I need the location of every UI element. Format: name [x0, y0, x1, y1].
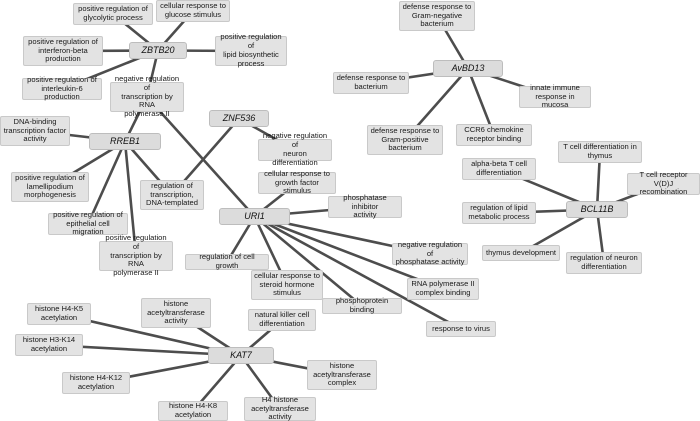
gene-node-znf536[interactable]: ZNF536	[209, 110, 269, 127]
term-histone-acetyltransferase-complex[interactable]: histone acetyltransferase complex	[307, 360, 377, 390]
term-pos-reg-interferon-beta[interactable]: positive regulation of interferon-beta p…	[23, 36, 103, 66]
edge-rreb1-pos-reg-transcription-rna-pol2	[123, 140, 138, 258]
term-pos-reg-lamellipodium[interactable]: positive regulation of lamellipodium mor…	[11, 172, 89, 202]
term-reg-transcription-dna-templated[interactable]: regulation of transcription, DNA-templat…	[140, 180, 204, 210]
edge-uri1-rna-pol2-complex-binding	[253, 215, 445, 291]
term-phosphatase-inhibitor[interactable]: phosphatase inhibitor activity	[328, 193, 402, 219]
term-phosphoprotein-binding[interactable]: phosphoprotein binding	[322, 296, 402, 314]
term-histone-h4-k5-acetylation[interactable]: histone H4-K5 acetylation	[27, 303, 91, 325]
term-thymus-development[interactable]: thymus development	[482, 245, 560, 261]
term-t-cell-diff-thymus[interactable]: T cell differentiation in thymus	[558, 141, 642, 163]
gene-node-bcl11b[interactable]: BCL11B	[566, 201, 628, 218]
term-pos-reg-epithelial-migration[interactable]: positive regulation of epithelial cell m…	[48, 210, 128, 236]
term-defense-gram-negative[interactable]: defense response to Gram-negative bacter…	[399, 1, 475, 31]
term-response-to-virus[interactable]: response to virus	[426, 321, 496, 337]
edge-uri1-neg-reg-transcription-rna-pol2	[145, 95, 256, 218]
gene-node-zbtb20[interactable]: ZBTB20	[129, 42, 187, 59]
gene-node-kat7[interactable]: KAT7	[208, 347, 274, 364]
term-rna-pol2-complex-binding[interactable]: RNA polymerase II complex binding	[407, 278, 479, 300]
edge-uri1-phosphoprotein-binding	[253, 215, 364, 308]
term-ccr6-binding[interactable]: CCR6 chemokine receptor binding	[456, 124, 532, 146]
edge-rreb1-pos-reg-epithelial-migration	[86, 140, 127, 226]
gene-node-rreb1[interactable]: RREB1	[89, 133, 161, 150]
term-reg-cell-growth[interactable]: regulation of cell growth	[185, 252, 269, 270]
term-neg-reg-transcription-rna-pol2[interactable]: negative regulation of transcription by …	[110, 74, 184, 118]
term-defense-bacterium[interactable]: defense response to bacterium	[333, 72, 409, 94]
term-pos-reg-interleukin-6[interactable]: positive regulation of interleukin-6 pro…	[22, 75, 102, 101]
term-histone-h3-k14-acetylation[interactable]: histone H3-K14 acetylation	[15, 334, 83, 356]
term-reg-neuron-differentiation[interactable]: regulation of neuron differentiation	[566, 252, 642, 274]
term-pos-reg-glycolytic-process[interactable]: positive regulation of glycolytic proces…	[73, 3, 153, 25]
term-natural-killer-cell-diff[interactable]: natural killer cell differentiation	[248, 309, 316, 331]
term-cellular-response-glucose[interactable]: cellular response to glucose stimulus	[156, 0, 230, 22]
edge-avbd13-ccr6-binding	[466, 67, 496, 137]
term-tcr-vdj-recombination[interactable]: T cell receptor V(D)J recombination	[627, 170, 700, 196]
term-neg-reg-phosphatase[interactable]: negative regulation of phosphatase activ…	[392, 240, 468, 266]
gene-node-avbd13[interactable]: AvBD13	[433, 60, 503, 77]
term-pos-reg-lipid-biosynthetic[interactable]: positive regulation of lipid biosyntheti…	[215, 32, 287, 68]
gene-node-uri1[interactable]: URI1	[219, 208, 290, 225]
term-response-growth-factor[interactable]: cellular response to growth factor stimu…	[258, 169, 336, 195]
term-pos-reg-transcription-rna-pol2[interactable]: positive regulation of transcription by …	[99, 233, 173, 277]
term-dna-binding-tf-activity[interactable]: DNA-binding transcription factor activit…	[0, 116, 70, 146]
term-alpha-beta-t-cell-diff[interactable]: alpha-beta T cell differentiation	[462, 158, 536, 180]
term-neg-reg-neuron-differentiation[interactable]: negative regulation of neuron differenti…	[258, 131, 332, 167]
term-response-steroid-hormone[interactable]: cellular response to steroid hormone sti…	[251, 270, 323, 300]
edge-uri1-response-to-virus	[253, 215, 463, 331]
term-histone-acetyltransferase-activity[interactable]: histone acetyltransferase activity	[141, 298, 211, 328]
term-histone-h4-k12-acetylation[interactable]: histone H4-K12 acetylation	[62, 372, 130, 394]
term-histone-h4-k8-acetylation[interactable]: histone H4-K8 acetylation	[158, 401, 228, 421]
term-h4-histone-acetyltransferase-activity[interactable]: H4 histone acetyltransferase activity	[244, 395, 316, 421]
term-innate-immune-mucosa[interactable]: innate immune response in mucosa	[519, 83, 591, 109]
term-defense-gram-positive[interactable]: defense response to Gram-positive bacter…	[367, 125, 443, 155]
term-reg-lipid-metabolic[interactable]: regulation of lipid metabolic process	[462, 202, 536, 224]
